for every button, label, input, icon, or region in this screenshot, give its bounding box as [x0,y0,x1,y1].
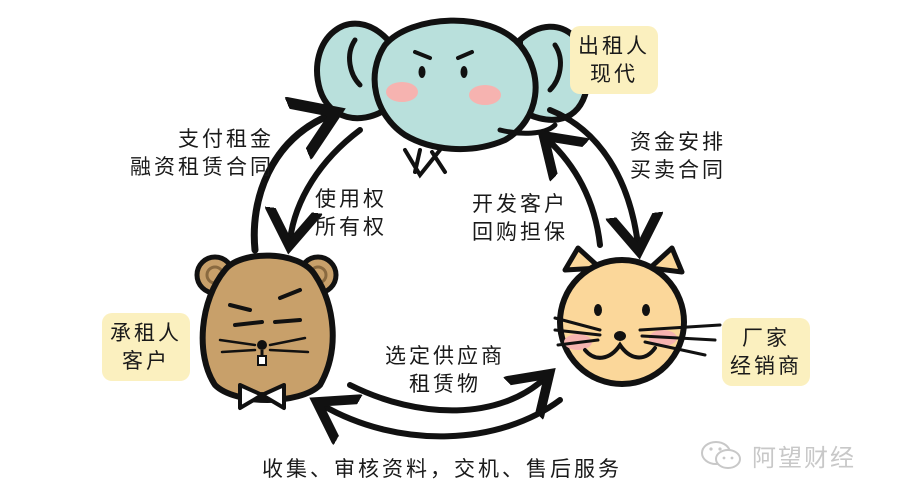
edge-label-lessee-to-lessor: 支付租金 融资租赁合同 [130,127,274,179]
wechat-icon [701,440,741,469]
watermark-text: 阿望财经 [752,444,856,472]
watermark: 阿望财经 [700,438,856,473]
edge-label-lessee-to-dealer: 选定供应商 租赁物 [385,344,505,396]
cat-icon [553,245,722,387]
elephant-icon [314,17,592,179]
edge-label-dealer-to-lessee: 收集、审核资料，交机、售后服务 [262,457,622,481]
node-label-lessee: 承租人 客户 [102,313,190,381]
arrow-lessee-to-lessor [250,115,330,254]
node-label-lessor: 出租人 现代 [570,26,658,94]
arrow-lessor-to-dealer [547,107,638,245]
hamster-icon [194,252,339,410]
arrow-lessor-to-lessee [290,127,363,240]
arrow-dealer-to-lessor [548,140,603,248]
edge-label-dealer-to-lessor: 开发客户 回购担保 [472,192,568,244]
node-label-dealer: 厂家 经销商 [722,318,810,386]
edge-label-lessor-to-dealer: 资金安排 买卖合同 [630,130,726,182]
arrow-dealer-to-lessee [322,400,563,436]
edge-label-lessor-to-lessee: 使用权 所有权 [315,187,387,239]
arrow-lessee-to-dealer [347,378,545,410]
